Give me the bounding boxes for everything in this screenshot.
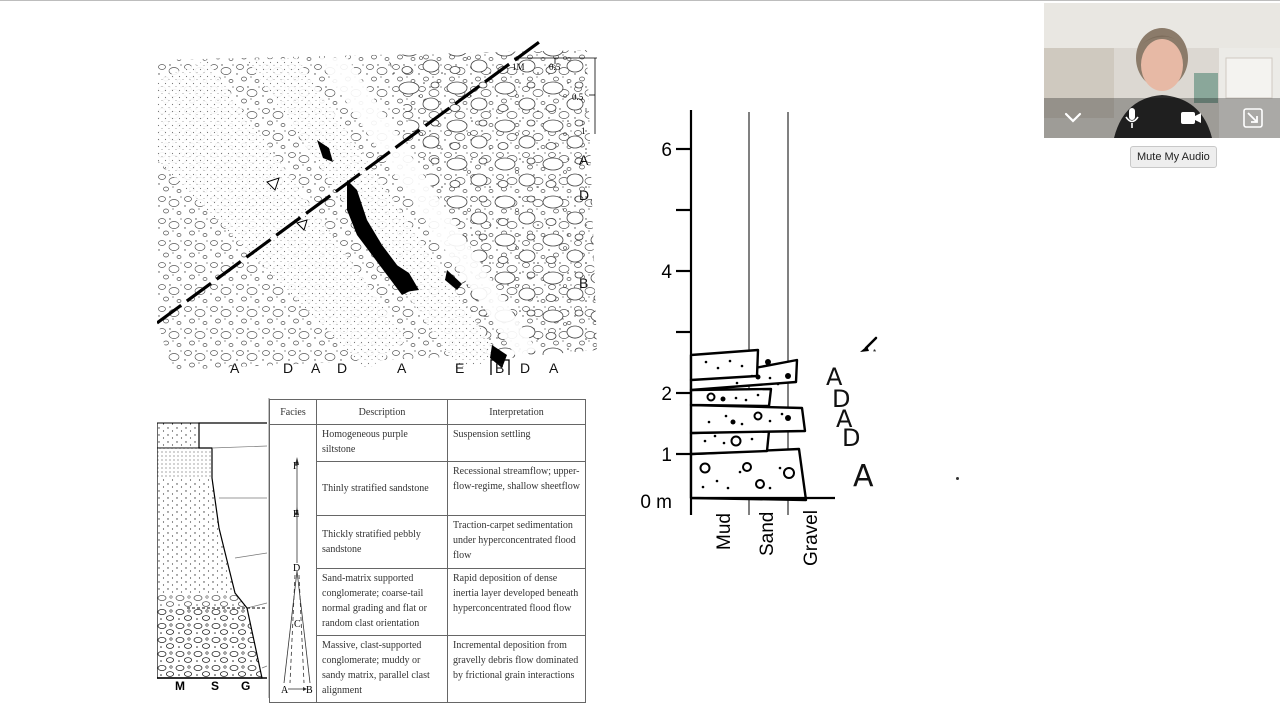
grain-axis-label: S [211, 679, 219, 693]
video-camera-icon[interactable] [1178, 105, 1204, 131]
facies-letter: E [293, 509, 299, 520]
table-row: Sand-matrix supported conglomerate; coar… [270, 568, 586, 636]
table-row: Thinly stratified sandstone Recessional … [270, 460, 586, 517]
grain-size-label: Gravel [801, 510, 822, 566]
grain-size-label: Mud [714, 513, 735, 550]
outcrop-facies-letter: D [337, 360, 347, 375]
y-tick-label: 0 m [640, 492, 672, 513]
facies-description: Thinly stratified sandstone [316, 460, 448, 517]
outcrop-facies-letter: A [397, 360, 407, 375]
chevron-down-icon[interactable] [1060, 105, 1086, 131]
outcrop-facies-letter: D [520, 360, 530, 375]
table-row: Massive, clast-supported conglomerate; m… [270, 635, 586, 703]
measured-section-drawing: 6 4 2 1 0 m Mud Sand Gravel A D A D A * [640, 110, 878, 566]
outcrop-facies-letter: B [579, 275, 588, 291]
scale-bar: 1M 0.5 0.5 1 [512, 57, 597, 136]
video-controls-bar [1044, 98, 1280, 138]
facies-letter: D [293, 563, 300, 574]
facies-arrow-cell: F E D C A B [269, 424, 317, 703]
scale-label: 0.5 [572, 92, 584, 102]
facies-table: Facies Description Interpretation F E D … [269, 399, 586, 703]
facies-interpretation: Suspension settling [447, 424, 586, 462]
header-facies: Facies [269, 399, 317, 425]
facies-transition-diagram: F E D C A B [281, 457, 313, 696]
facies-description: Homogeneous purple siltstone [316, 424, 448, 462]
y-tick-label: 6 [661, 140, 672, 161]
participant-video [1044, 3, 1280, 138]
grain-axis-label: G [241, 679, 250, 693]
handwritten-facies-label: A [836, 405, 853, 433]
facies-letter: A [281, 685, 289, 696]
facies-description: Thickly stratified pebbly sandstone [316, 515, 448, 570]
facies-letter: B [306, 685, 313, 696]
grain-axis-label: M [175, 679, 185, 693]
scale-label: 1M [512, 62, 525, 72]
pop-out-icon[interactable] [1240, 105, 1266, 131]
y-tick-label: 2 [661, 384, 672, 405]
outcrop-sketch: 1M 0.5 0.5 1 A D B A D A D A E B D A [157, 40, 597, 375]
window-top-edge [0, 0, 1280, 1]
mute-audio-tooltip: Mute My Audio [1130, 146, 1217, 168]
outcrop-facies-letter: A [311, 360, 321, 375]
scale-label: 0.5 [549, 62, 561, 72]
handwritten-facies-label: D [832, 385, 850, 413]
y-tick-label: 4 [661, 262, 672, 283]
facies-interpretation: Rapid deposition of dense inertia layer … [447, 568, 586, 636]
outcrop-facies-letter: B [495, 360, 504, 375]
facies-interpretation: Incremental deposition from gravelly deb… [447, 635, 586, 703]
annotation-pen-icon: * [860, 336, 878, 357]
facies-description: Sand-matrix supported conglomerate; coar… [316, 568, 448, 636]
header-description: Description [316, 399, 448, 425]
handwritten-facies-label: A [826, 363, 843, 391]
outcrop-facies-letter: A [230, 360, 240, 375]
video-thumbnail[interactable] [1044, 3, 1280, 138]
grain-size-label: Sand [757, 512, 778, 556]
outcrop-facies-letter: A [549, 360, 559, 375]
table-row: F E D C A B Homogeneous purple siltstone… [269, 424, 586, 703]
outcrop-facies-letter: A [579, 152, 589, 168]
table-row: Thickly stratified pebbly sandstone Trac… [270, 515, 586, 570]
strat-column-diagram: M S G [157, 398, 270, 698]
scale-label: 1 [581, 126, 586, 136]
facies-interpretation: Recessional streamflow; upper-flow-regim… [447, 460, 586, 517]
header-interpretation: Interpretation [447, 399, 586, 425]
outcrop-facies-letter: E [455, 360, 464, 375]
outcrop-facies-letter: D [283, 360, 293, 375]
facies-description: Massive, clast-supported conglomerate; m… [316, 635, 448, 703]
stray-dot [956, 477, 959, 480]
facies-letter: C [294, 619, 301, 630]
outcrop-facies-letter: D [579, 187, 589, 203]
handwritten-facies-label: D [842, 424, 860, 452]
facies-interpretation: Traction-carpet sedimentation under hype… [447, 515, 586, 570]
microphone-icon[interactable] [1119, 105, 1145, 131]
table-header-row: Facies Description Interpretation [269, 399, 586, 425]
handwritten-facies-label: A [853, 459, 874, 494]
facies-letter: F [293, 461, 299, 472]
y-tick-label: 1 [661, 445, 672, 466]
svg-text:*: * [873, 348, 876, 357]
